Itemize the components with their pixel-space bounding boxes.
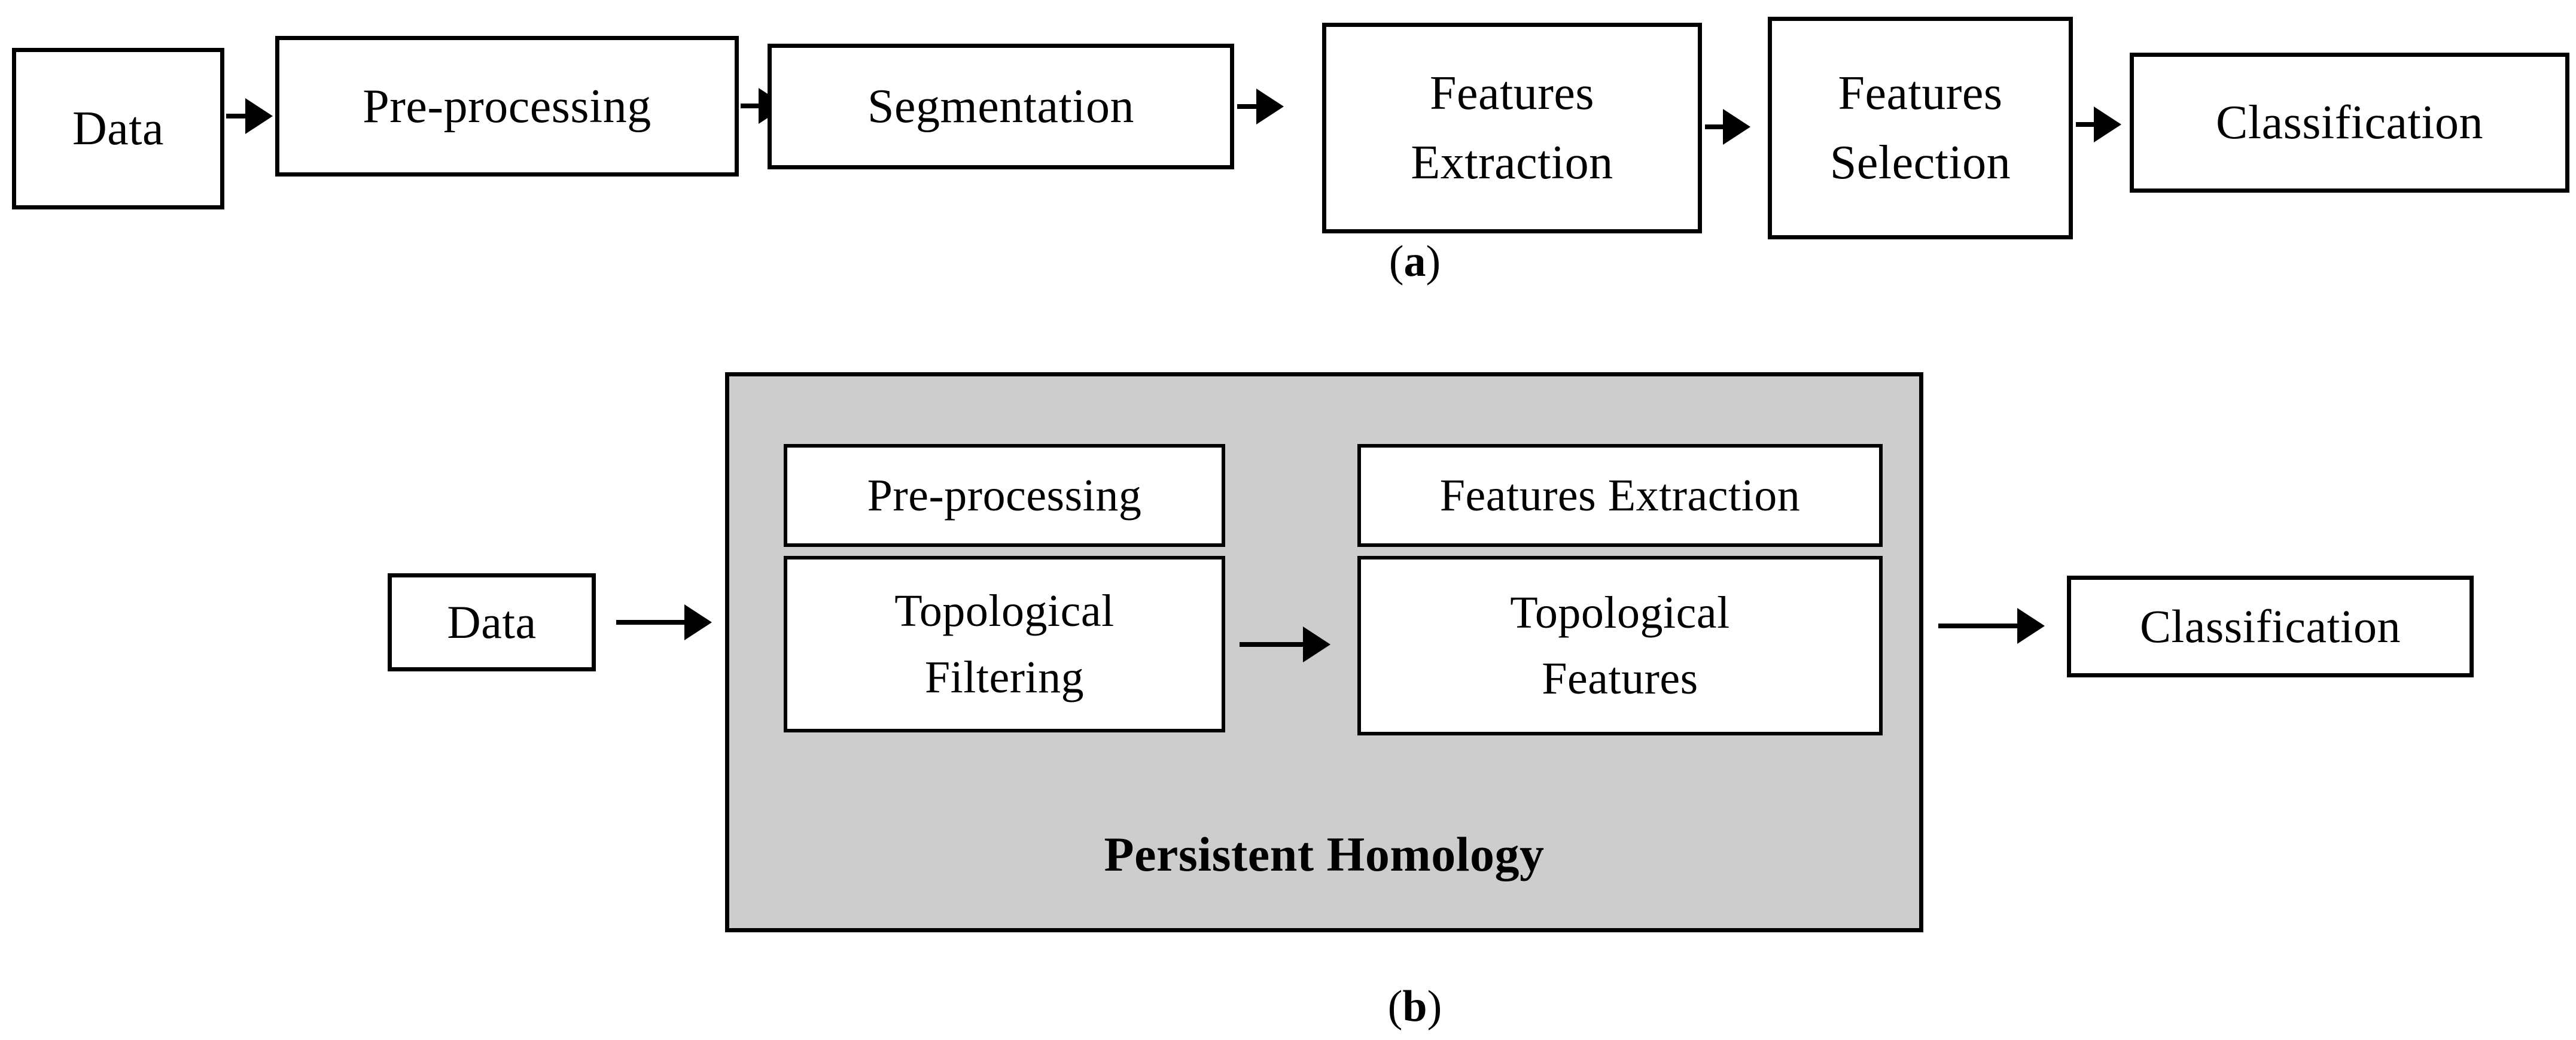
arrow-shaft [741,104,760,108]
box-topological-filtering-b[interactable]: Topological Filtering [784,556,1225,732]
caption-paren-open: ( [1389,237,1404,286]
box-topological-features-b[interactable]: Topological Features [1357,556,1883,735]
box-label: Pre-processing [363,80,651,133]
persistent-homology-label: Persistent Homology [1104,827,1545,881]
box-data-b[interactable]: Data [388,573,596,671]
caption-paren-close: ) [1426,237,1441,286]
box-data-a[interactable]: Data [12,48,224,209]
arrow-shaft [226,114,246,118]
box-label: Segmentation [867,80,1134,133]
arrow-shaft [1240,642,1304,647]
box-label: Data [447,596,537,649]
caption-paren-close: ) [1427,982,1442,1031]
caption-letter: a [1403,237,1426,286]
subfigure-caption-b: (b) [1289,981,1540,1032]
box-label: Topological Filtering [894,586,1115,703]
arrow-head-icon [245,98,273,134]
caption-paren-open: ( [1387,982,1403,1031]
arrow-head-icon [1303,627,1330,662]
arrow-head-icon [1256,89,1284,124]
box-features-selection-a[interactable]: Features Selection [1768,17,2073,239]
box-features-extraction-b[interactable]: Features Extraction [1357,444,1883,547]
arrow-shaft [1237,104,1257,109]
box-pre-processing-b[interactable]: Pre-processing [784,444,1225,547]
arrow-head-icon [2017,608,2045,644]
box-label: Features Selection [1829,67,2011,189]
box-segmentation-a[interactable]: Segmentation [768,44,1234,169]
box-classification-a[interactable]: Classification [2130,53,2569,193]
subfigure-caption-a: (a) [1289,236,1540,287]
box-label: Features Extraction [1411,67,1613,189]
box-label: Classification [2216,96,2483,149]
arrow-shaft [616,620,686,625]
box-label: Classification [2140,600,2401,653]
arrow-head-icon [684,604,712,640]
caption-letter: b [1402,982,1427,1031]
box-label: Pre-processing [867,470,1142,521]
box-label: Data [72,102,164,155]
arrow-head-icon [2094,107,2121,142]
box-features-extraction-a[interactable]: Features Extraction [1322,23,1702,233]
arrow-shaft [1705,124,1724,129]
box-label: Topological Features [1510,587,1730,704]
arrow-shaft [1938,624,2018,628]
box-classification-b[interactable]: Classification [2067,576,2474,677]
arrow-shaft [2076,122,2095,127]
box-pre-processing-a[interactable]: Pre-processing [275,36,739,177]
persistent-homology-panel: Pre-processing Topological Filtering Fea… [725,372,1923,932]
arrow-head-icon [1723,109,1750,145]
box-label: Features Extraction [1439,470,1801,521]
